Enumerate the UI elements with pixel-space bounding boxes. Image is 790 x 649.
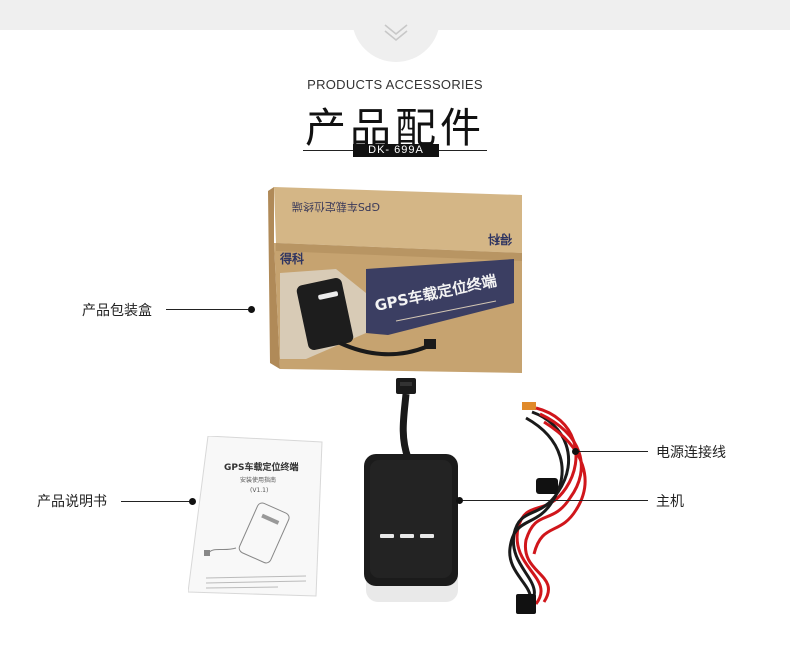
manual-subtitle: 安装使用指南: [240, 476, 276, 484]
manual-title: GPS车载定位终端: [224, 461, 298, 473]
packaging-box-image: GPS车载定位终端 GPS车载定位终端 得科 得科: [268, 187, 522, 373]
box-brand-text: 得科: [279, 251, 304, 266]
marker-dot-box: [248, 306, 255, 313]
label-packaging-box: 产品包装盒: [82, 303, 152, 319]
marker-dot-manual: [189, 498, 196, 505]
chevron-down-icon[interactable]: [383, 22, 409, 42]
power-cable-image: [508, 402, 587, 614]
leader-line-box: [166, 309, 252, 310]
label-power-cable: 电源连接线: [656, 445, 726, 461]
manual-image: GPS车载定位终端 安装使用指南 (V1.1): [188, 436, 323, 597]
box-top-text: GPS车载定位终端: [292, 200, 380, 214]
label-manual: 产品说明书: [37, 494, 107, 510]
marker-dot-host: [456, 497, 463, 504]
tracker-unit-image: [364, 378, 458, 602]
label-host-unit: 主机: [656, 494, 684, 510]
box-brand-text-2: 得科: [488, 232, 513, 247]
marker-dot-cable: [572, 448, 579, 455]
section-subtitle: PRODUCTS ACCESSORIES: [307, 77, 483, 92]
leader-line-host: [460, 500, 648, 501]
leader-line-cable: [576, 451, 648, 452]
manual-version: (V1.1): [250, 487, 268, 494]
model-badge: DK- 699A: [353, 144, 439, 157]
leader-line-manual: [121, 501, 193, 502]
